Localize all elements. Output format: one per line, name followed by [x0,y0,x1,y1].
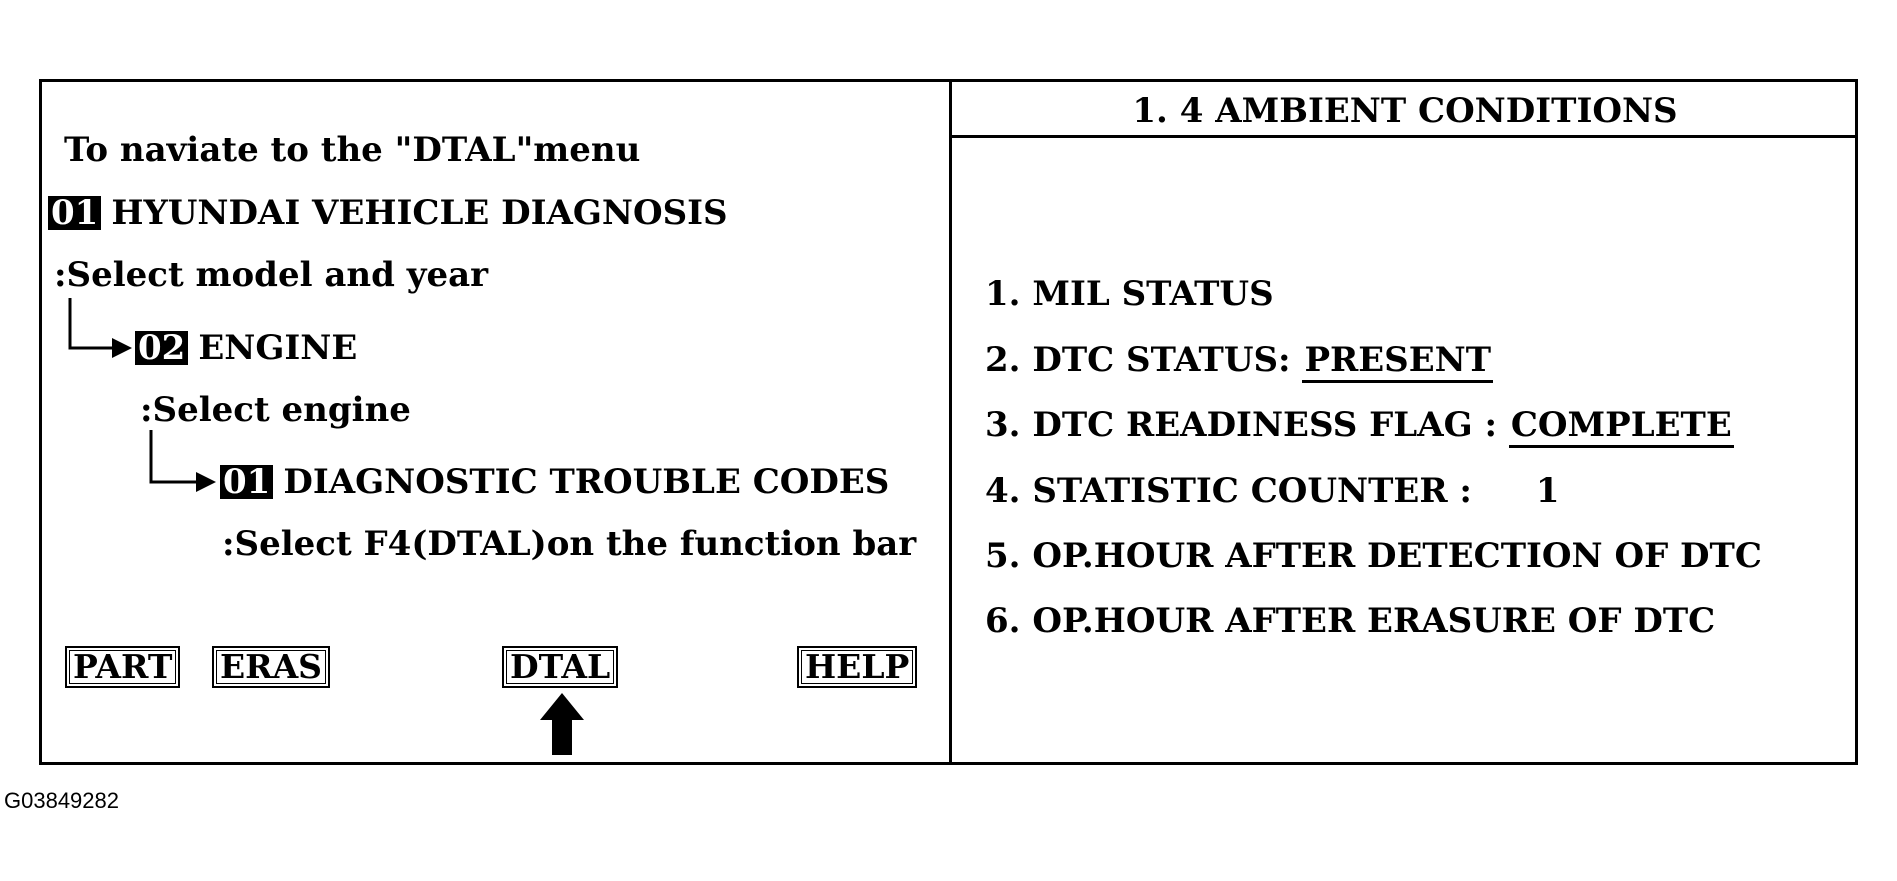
intro-text: To naviate to the "DTAL"menu [64,130,641,170]
diagram-frame [39,79,1858,765]
step-2-instruction: :Select engine [140,390,411,430]
figure-caption: G03849282 [4,788,119,813]
up-arrow-icon [540,693,584,755]
panel-title: 1. 4 AMBIENT CONDITIONS [1132,91,1678,131]
function-key-part[interactable]: PART [65,646,181,688]
function-key-help[interactable]: HELP [797,646,918,688]
right-arrow-icon [68,298,132,358]
condition-item-1: 1. MIL STATUS [985,274,1274,314]
step-1-instruction: :Select model and year [54,255,489,295]
function-key-dtal[interactable]: DTAL [502,646,619,688]
condition-label: 1. MIL STATUS [985,274,1274,314]
condition-label: 5. OP.HOUR AFTER DETECTION OF DTC [985,536,1762,576]
title-rule [952,135,1858,138]
condition-item-4: 4. STATISTIC COUNTER : 1 [985,471,1560,511]
condition-item-3: 3. DTC READINESS FLAG : COMPLETE [985,405,1734,448]
step-1: 01 HYUNDAI VEHICLE DIAGNOSIS [48,193,728,233]
step-3-label: DIAGNOSTIC TROUBLE CODES [283,462,890,502]
step-2: 02 ENGINE [135,328,357,368]
condition-label: 4. STATISTIC COUNTER : [985,471,1472,511]
step-2-badge: 02 [135,331,189,365]
condition-label: 2. DTC STATUS: [985,340,1291,380]
condition-item-2: 2. DTC STATUS: PRESENT [985,340,1494,383]
step-1-label: HYUNDAI VEHICLE DIAGNOSIS [111,193,728,233]
step-1-badge: 01 [48,196,102,230]
step-3: 01 DIAGNOSTIC TROUBLE CODES [220,462,889,502]
condition-item-5: 5. OP.HOUR AFTER DETECTION OF DTC [985,536,1762,576]
step-3-instruction: :Select F4(DTAL)on the function bar [222,524,917,564]
condition-value: COMPLETE [1508,405,1734,448]
condition-item-6: 6. OP.HOUR AFTER ERASURE OF DTC [985,601,1715,641]
condition-label: 3. DTC READINESS FLAG : [985,405,1509,445]
condition-value: PRESENT [1302,340,1494,383]
condition-value: 1 [1535,471,1560,511]
right-arrow-icon [149,430,216,492]
step-2-label: ENGINE [198,328,358,368]
panel-divider [949,79,952,765]
condition-label: 6. OP.HOUR AFTER ERASURE OF DTC [985,601,1716,641]
function-key-eras[interactable]: ERAS [212,646,331,688]
step-3-badge: 01 [220,465,274,499]
